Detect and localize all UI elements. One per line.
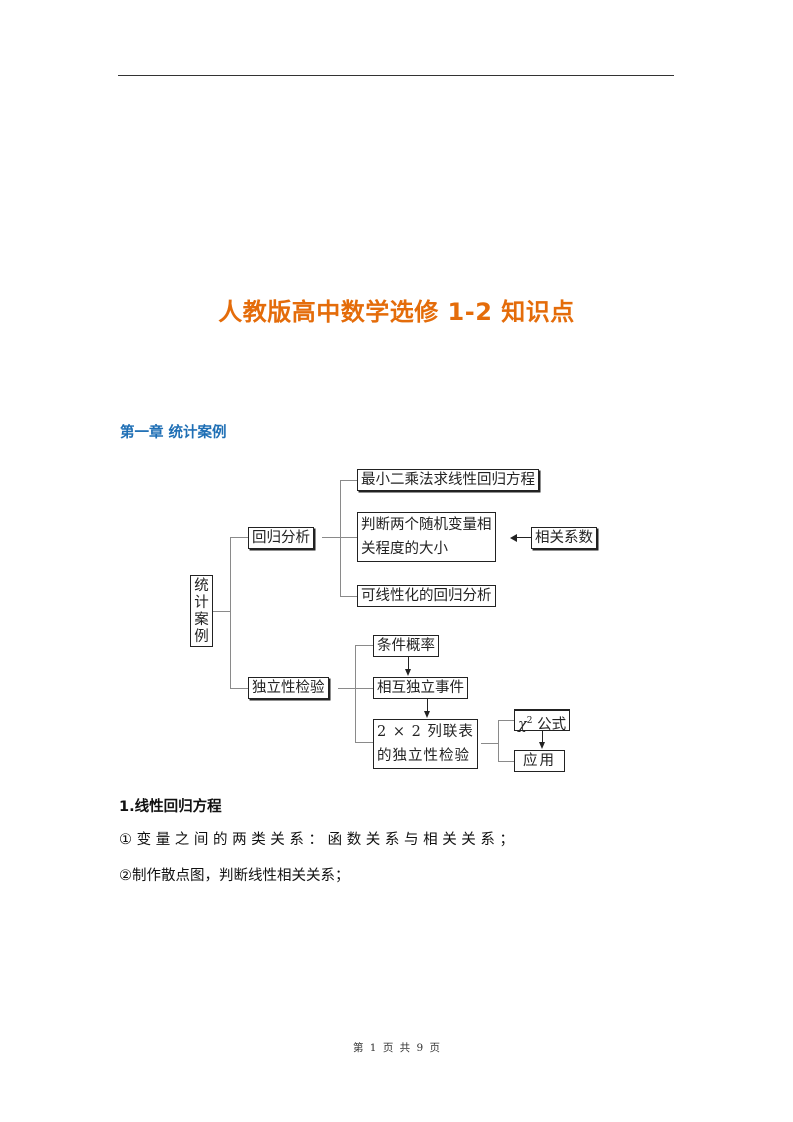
chi-square-formula-node: χ2 公式 xyxy=(514,709,571,733)
connector xyxy=(498,761,514,763)
conditional-probability-node: 条件概率 xyxy=(373,635,439,657)
connector xyxy=(340,596,357,598)
paragraph-1: ①变量之间的两类关系：函数关系与相关关系； xyxy=(119,832,519,848)
arrow-line xyxy=(408,657,410,670)
chi-superscript: 2 xyxy=(526,716,533,726)
connector xyxy=(230,537,232,689)
connector xyxy=(498,720,514,722)
correlation-degree-line1: 判断两个随机变量相 xyxy=(361,517,492,533)
section-heading: 1.线性回归方程 xyxy=(119,799,222,815)
application-node: 应用 xyxy=(514,750,565,772)
correlation-degree-line2: 关程度的大小 xyxy=(361,541,448,557)
connector xyxy=(340,537,357,539)
chapter-heading: 第一章 统计案例 xyxy=(120,425,227,441)
connector xyxy=(230,688,248,690)
arrow-left-icon xyxy=(510,534,517,542)
connector xyxy=(498,720,500,762)
chi-formula-label: 公式 xyxy=(537,716,567,733)
contingency-table-line1: 2 × 2 列联表 xyxy=(377,724,474,740)
header-rule xyxy=(118,75,674,76)
connector xyxy=(322,537,341,539)
connector xyxy=(481,743,499,745)
page-footer: 第 1 页 共 9 页 xyxy=(352,1042,441,1054)
least-squares-node: 最小二乘法求线性回归方程 xyxy=(357,469,539,491)
page-title: 人教版高中数学选修 1-2 知识点 xyxy=(218,298,575,326)
connector xyxy=(230,537,248,539)
contingency-table-node: 2 × 2 列联表 的独立性检验 xyxy=(373,719,478,769)
arrow-down-icon xyxy=(539,742,545,749)
arrow-line xyxy=(516,537,531,539)
root-node: 统计案例 xyxy=(190,575,213,647)
connector xyxy=(355,645,357,743)
arrow-down-icon xyxy=(424,711,430,718)
connector xyxy=(355,645,373,647)
regression-analysis-node: 回归分析 xyxy=(248,527,314,549)
arrow-line xyxy=(427,699,429,712)
contingency-table-line2: 的独立性检验 xyxy=(377,748,470,764)
connector xyxy=(338,688,356,690)
correlation-degree-node: 判断两个随机变量相 关程度的大小 xyxy=(357,512,496,562)
connector xyxy=(340,480,357,482)
correlation-coefficient-node: 相关系数 xyxy=(531,527,597,549)
connector xyxy=(355,688,373,690)
connector xyxy=(213,611,231,613)
connector xyxy=(355,742,373,744)
independence-test-node: 独立性检验 xyxy=(248,677,329,699)
arrow-line xyxy=(542,731,544,743)
arrow-down-icon xyxy=(405,669,411,676)
chi-symbol: χ xyxy=(518,716,527,733)
independent-events-node: 相互独立事件 xyxy=(373,677,468,699)
linearizable-regression-node: 可线性化的回归分析 xyxy=(357,585,496,607)
paragraph-2: ②制作散点图，判断线性相关关系； xyxy=(119,868,350,884)
